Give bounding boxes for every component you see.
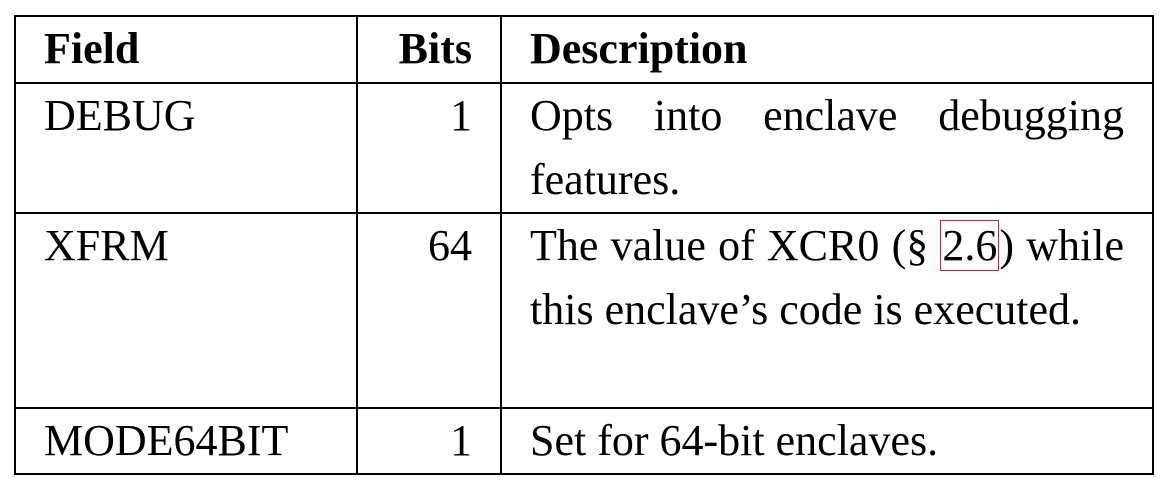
table-container: Field Bits Description DEBUG 1 Opts into… — [14, 15, 1154, 475]
table-row: XFRM 64 The value of XCR0 (§ 2.6) while … — [14, 212, 1154, 409]
field-cell: XFRM — [14, 212, 358, 409]
table-row: DEBUG 1 Opts into enclave debugging feat… — [14, 82, 1154, 214]
table-row: MODE64BIT 1 Set for 64-bit enclaves. — [14, 407, 1154, 475]
field-cell: MODE64BIT — [14, 407, 358, 475]
header-bits: Bits — [356, 15, 502, 84]
header-description: Description — [500, 15, 1154, 84]
header-field: Field — [14, 15, 358, 84]
bits-cell: 64 — [356, 212, 502, 409]
attributes-table: Field Bits Description DEBUG 1 Opts into… — [14, 15, 1154, 475]
description-text-after: ) while this enclave’s code is executed. — [530, 221, 1124, 334]
description-cell: Opts into enclave debugging features. — [500, 82, 1154, 214]
description-cell: The value of XCR0 (§ 2.6) while this enc… — [500, 212, 1154, 409]
description-cell: Set for 64-bit enclaves. — [500, 407, 1154, 475]
bits-cell: 1 — [356, 82, 502, 214]
section-reference-link[interactable]: 2.6 — [940, 220, 1000, 271]
description-text-before: The value of XCR0 (§ — [530, 221, 941, 270]
bits-cell: 1 — [356, 407, 502, 475]
header-row: Field Bits Description — [14, 15, 1154, 84]
field-cell: DEBUG — [14, 82, 358, 214]
